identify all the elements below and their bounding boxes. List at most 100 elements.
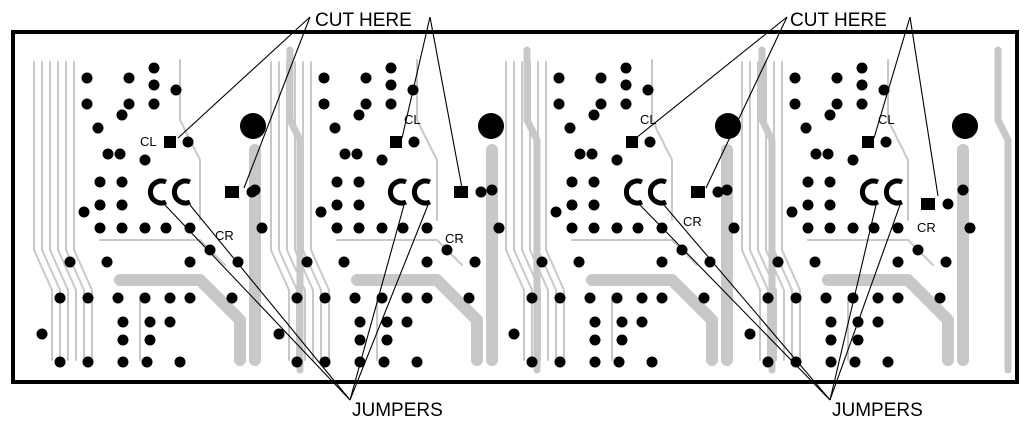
module-2-pad bbox=[381, 334, 393, 346]
module-2-pad bbox=[385, 79, 397, 91]
module-2-pad bbox=[401, 316, 413, 328]
module-2-bus-trace bbox=[310, 61, 330, 361]
module-4-pad bbox=[892, 256, 904, 268]
callout-leader-line bbox=[243, 16, 311, 189]
module-4-pad bbox=[825, 316, 837, 328]
module-4-pad bbox=[847, 154, 859, 166]
module-1-pad bbox=[160, 222, 172, 234]
module-1-pad bbox=[94, 199, 106, 211]
module-4-jumper-1 bbox=[859, 178, 880, 206]
module-1-pad bbox=[226, 292, 238, 304]
module-4-pad bbox=[912, 244, 924, 256]
module-3-pad bbox=[611, 222, 623, 234]
module-3-pad bbox=[526, 356, 538, 368]
module-1-pad bbox=[112, 292, 124, 304]
module-1-pad bbox=[139, 154, 151, 166]
module-3-pad bbox=[508, 328, 520, 340]
module-1-pad bbox=[123, 98, 135, 110]
module-4-pad bbox=[825, 334, 837, 346]
module-3-pad bbox=[676, 244, 688, 256]
module-3-bus-trace bbox=[537, 61, 557, 361]
module-4-ground-trace bbox=[822, 274, 954, 366]
module-4-bus-trace bbox=[749, 61, 769, 361]
module-2-pad bbox=[421, 222, 433, 234]
module-3-pad bbox=[536, 256, 548, 268]
module-2-cr-label: CR bbox=[445, 231, 464, 246]
module-2-pad bbox=[301, 256, 313, 268]
module-4-pad bbox=[762, 356, 774, 368]
callout-leader-line bbox=[639, 204, 831, 401]
module-1-jumper-1 bbox=[147, 178, 168, 206]
module-2-pad bbox=[353, 176, 365, 188]
callout-leader-lines bbox=[164, 16, 939, 401]
module-4-pad bbox=[856, 79, 868, 91]
module-4-pad bbox=[820, 292, 832, 304]
module-1-pad bbox=[82, 292, 94, 304]
module-2-edge-trace bbox=[523, 46, 541, 374]
module-3-pad bbox=[589, 356, 601, 368]
module-3-pad bbox=[636, 316, 648, 328]
module-3-pad bbox=[721, 184, 733, 196]
module-4-bus-trace bbox=[757, 61, 777, 361]
module-4-mounting-hole bbox=[952, 113, 978, 139]
module-2-pad bbox=[354, 316, 366, 328]
callout-leader-line bbox=[164, 204, 351, 401]
module-2-pad bbox=[319, 356, 331, 368]
module-4-pad bbox=[892, 292, 904, 304]
module-3-pad bbox=[620, 98, 632, 110]
module-1-pad bbox=[139, 222, 151, 234]
module-3-pad bbox=[646, 356, 658, 368]
module-3-pad bbox=[616, 316, 628, 328]
module-4-pad bbox=[940, 256, 952, 268]
module-3-mounting-hole bbox=[715, 113, 741, 139]
callout-leader-line bbox=[635, 16, 788, 139]
module-2-pad bbox=[376, 222, 388, 234]
module-1-pad bbox=[174, 356, 186, 368]
module-3-pad bbox=[554, 356, 566, 368]
diagram-labels: CUT HERE CUT HERE JUMPERS JUMPERS CLCRCL… bbox=[140, 10, 936, 421]
module-4-pad bbox=[786, 206, 798, 218]
callout-leader-line bbox=[909, 16, 939, 197]
cut-here-label-left: CUT HERE bbox=[315, 10, 412, 31]
module-1-bus-trace bbox=[65, 61, 85, 361]
module-1-pad bbox=[117, 356, 129, 368]
module-1-bus-trace bbox=[57, 61, 77, 361]
module-2-jumper-1 bbox=[387, 178, 408, 206]
callout-leader-line bbox=[705, 16, 788, 189]
module-4-pad bbox=[831, 98, 843, 110]
module-4-pad bbox=[934, 292, 946, 304]
module-3-jumper-1 bbox=[623, 178, 644, 206]
module-2-jumper-2 bbox=[411, 178, 432, 206]
module-4-pad bbox=[878, 84, 890, 96]
module-1-pad bbox=[170, 84, 182, 96]
module-3-bus-trace bbox=[513, 61, 533, 361]
module-2-pad bbox=[331, 222, 343, 234]
module-1-pad bbox=[54, 292, 66, 304]
module-3-pad bbox=[613, 356, 625, 368]
module-2-ground-trace bbox=[351, 274, 483, 366]
module-2-route-trace bbox=[336, 239, 463, 361]
copper-traces bbox=[33, 46, 1012, 374]
module-1-pad bbox=[116, 222, 128, 234]
module-1-pad bbox=[164, 292, 176, 304]
module-3-route-trace bbox=[571, 239, 698, 361]
module-3-pad bbox=[553, 72, 565, 84]
module-2-pad bbox=[376, 154, 388, 166]
module-3-pad bbox=[656, 256, 668, 268]
module-4-pad bbox=[809, 256, 821, 268]
jumpers-label-left: JUMPERS bbox=[352, 400, 443, 421]
module-1-cr-round-pad bbox=[246, 186, 258, 198]
module-4-cr-label: CR bbox=[917, 220, 936, 235]
module-3-pad bbox=[589, 316, 601, 328]
module-2-pad bbox=[318, 98, 330, 110]
module-4-pad bbox=[802, 176, 814, 188]
module-2-bus-trace bbox=[294, 61, 314, 361]
module-1-bus-trace bbox=[49, 61, 69, 361]
module-4-pad bbox=[762, 292, 774, 304]
module-4-bus-trace bbox=[741, 61, 761, 361]
module-3-pad bbox=[550, 206, 562, 218]
module-3-cr-label: CR bbox=[683, 214, 702, 229]
module-3-bus-trace bbox=[521, 61, 541, 361]
module-3-pad bbox=[656, 292, 668, 304]
module-1-pad bbox=[101, 256, 113, 268]
